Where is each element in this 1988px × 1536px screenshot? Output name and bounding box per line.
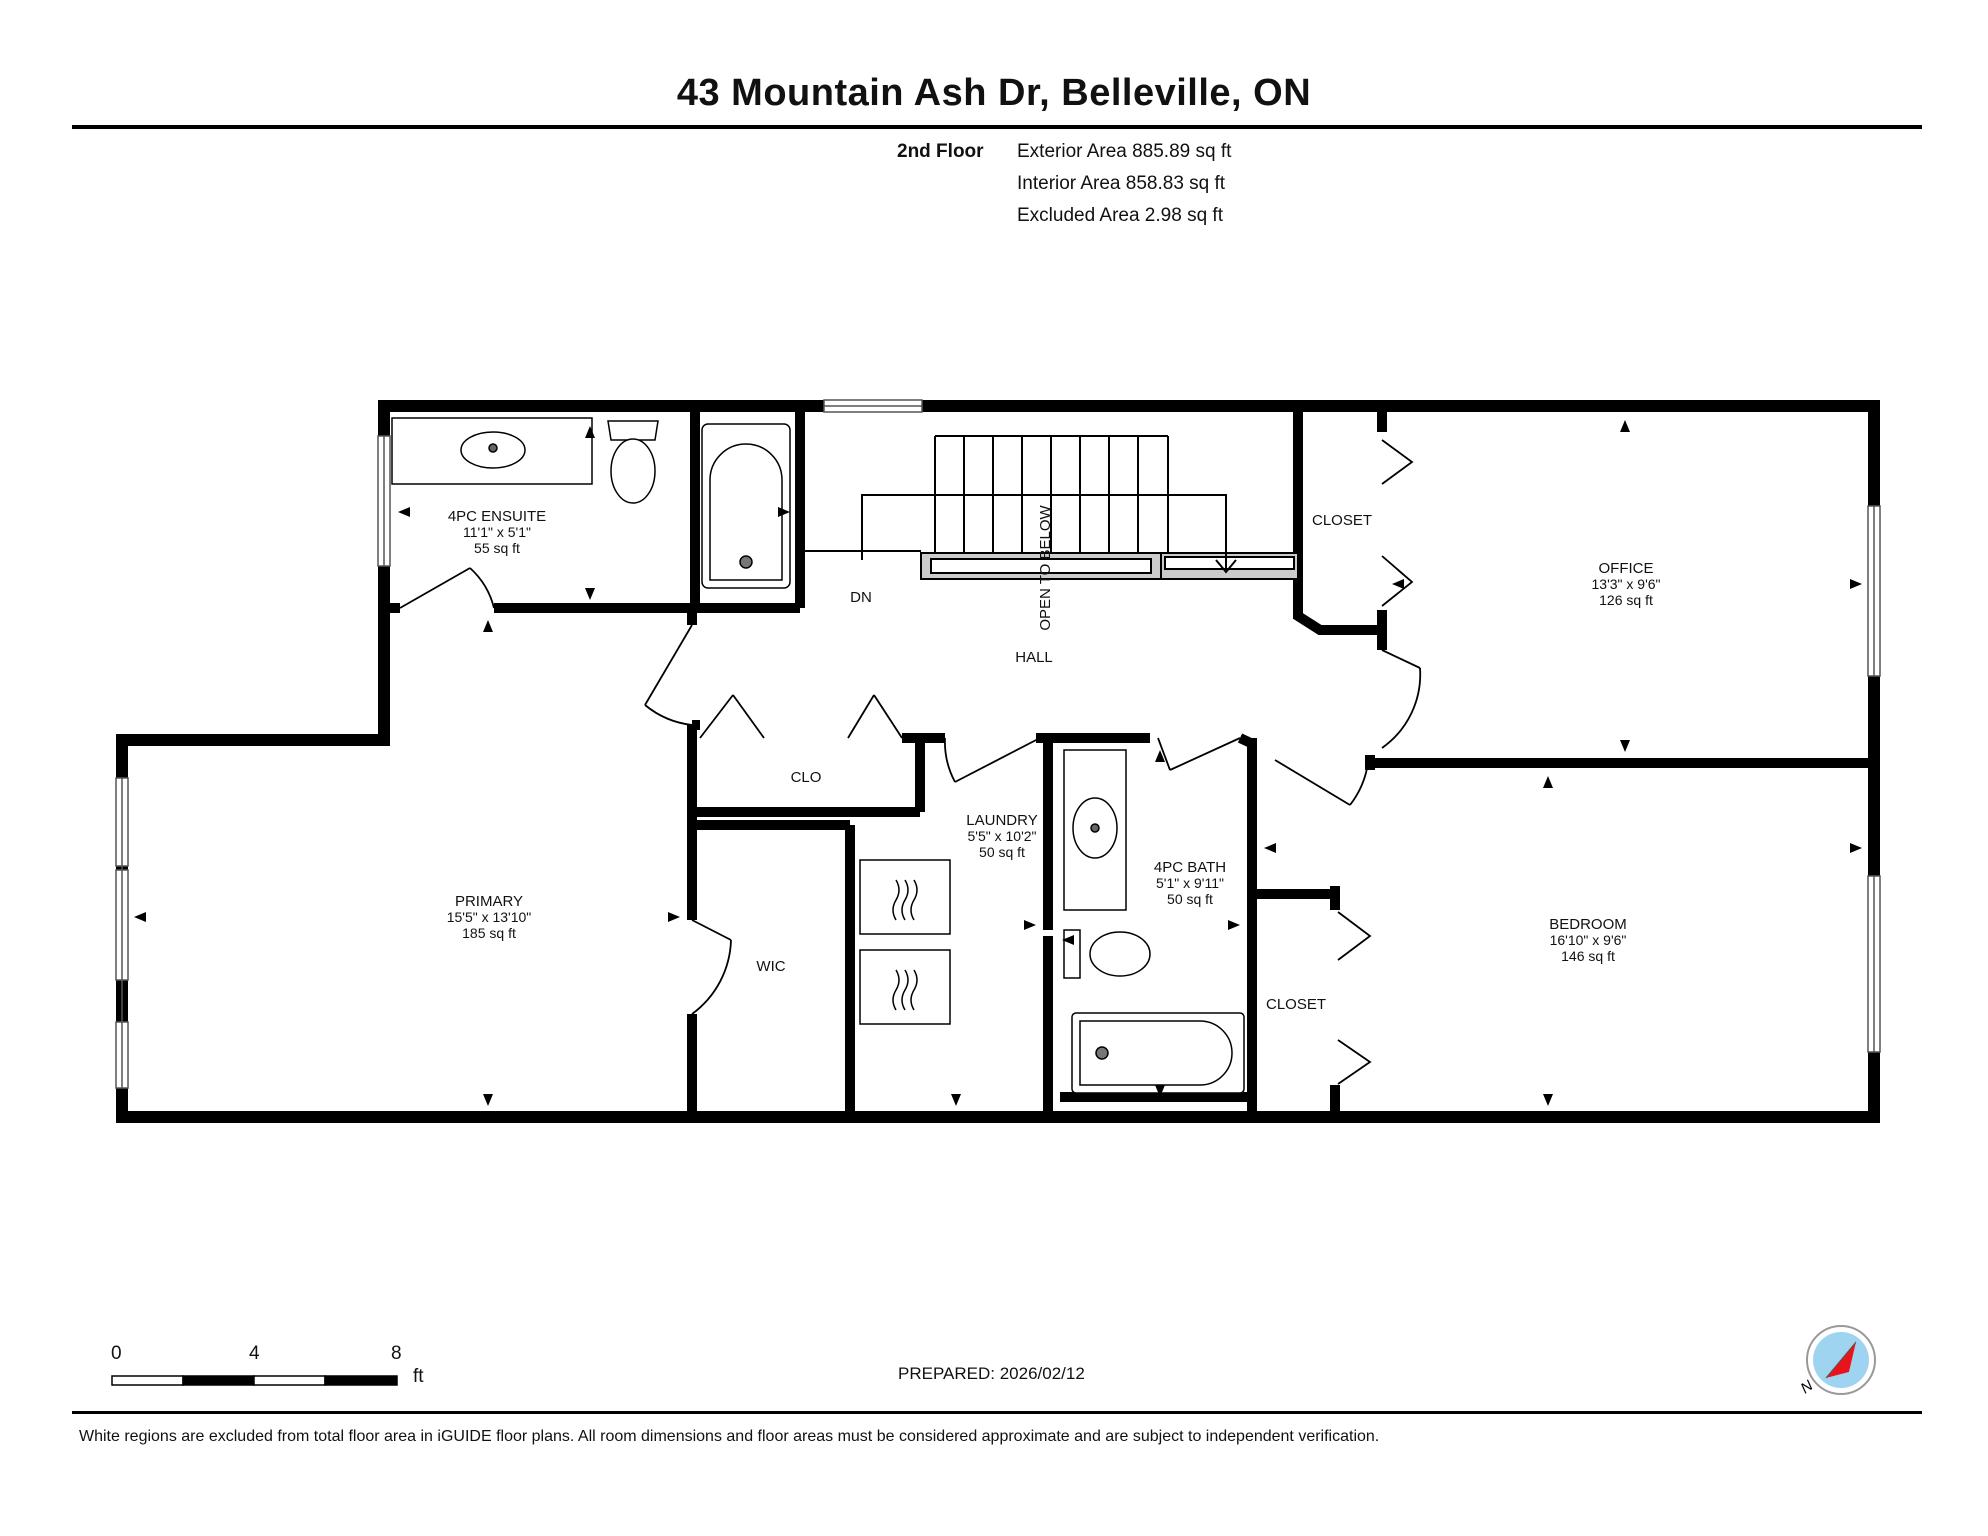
- stairs-down-label: DN: [850, 589, 872, 606]
- interior-walls: [384, 406, 1874, 1117]
- office-area: 126 sq ft: [1599, 592, 1653, 608]
- excluded-area: Excluded Area 2.98 sq ft: [1017, 205, 1223, 226]
- doors: [399, 439, 1422, 1085]
- wic-name: WIC: [756, 958, 785, 975]
- disclaimer-text: White regions are excluded from total fl…: [79, 1428, 1380, 1445]
- office-name: OFFICE: [1599, 560, 1654, 577]
- clo-name: CLO: [791, 769, 822, 786]
- scale-tick-4: 4: [249, 1343, 260, 1364]
- ensuite-name: 4PC ENSUITE: [448, 508, 546, 525]
- primary-area: 185 sq ft: [462, 925, 516, 941]
- bedroom-name: BEDROOM: [1549, 916, 1627, 933]
- title-divider: [72, 125, 1922, 129]
- interior-area: Interior Area 858.83 sq ft: [1017, 173, 1226, 194]
- scale-bar: [111, 1375, 398, 1386]
- bath-name: 4PC BATH: [1154, 859, 1226, 876]
- bedroom-closet-name: CLOSET: [1266, 996, 1326, 1013]
- laundry-fixtures: [859, 859, 951, 1025]
- bath-area: 50 sq ft: [1167, 891, 1213, 907]
- floor-name: 2nd Floor: [897, 141, 984, 162]
- plan-title: 43 Mountain Ash Dr, Belleville, ON: [676, 72, 1312, 114]
- open-to-below-label: OPEN TO BELOW: [1037, 505, 1054, 631]
- room-labels: 4PC ENSUITE 11'1" x 5'1" 55 sq ft PRIMAR…: [447, 505, 1661, 1013]
- dimension-arrows: [134, 420, 1862, 1106]
- ensuite-area: 55 sq ft: [474, 540, 520, 556]
- footer-divider: [72, 1411, 1922, 1414]
- laundry-name: LAUNDRY: [966, 812, 1037, 829]
- laundry-area: 50 sq ft: [979, 844, 1025, 860]
- stair-railing: [920, 552, 1299, 580]
- laundry-dims: 5'5" x 10'2": [968, 828, 1037, 844]
- prepared-date: PREPARED: 2026/02/12: [898, 1364, 1085, 1383]
- bedroom-area: 146 sq ft: [1561, 948, 1615, 964]
- scale-tick-8: 8: [391, 1343, 402, 1364]
- stairs: [804, 435, 1237, 574]
- bath-dims: 5'1" x 9'11": [1156, 875, 1224, 891]
- scale-tick-0: 0: [111, 1343, 122, 1364]
- ensuite-fixtures: [391, 417, 791, 589]
- exterior-area: Exterior Area 885.89 sq ft: [1017, 141, 1232, 162]
- compass-icon: N: [1798, 1325, 1876, 1397]
- primary-name: PRIMARY: [455, 893, 523, 910]
- windows: [115, 399, 1881, 1089]
- bath-fixtures: [1063, 749, 1245, 1094]
- scale-unit: ft: [413, 1366, 424, 1387]
- bedroom-dims: 16'10" x 9'6": [1550, 932, 1627, 948]
- hall-name: HALL: [1015, 649, 1053, 666]
- office-closet-name: CLOSET: [1312, 512, 1372, 529]
- exterior-walls: [116, 400, 1880, 1123]
- ensuite-dims: 11'1" x 5'1": [463, 524, 531, 540]
- office-dims: 13'3" x 9'6": [1592, 576, 1661, 592]
- primary-dims: 15'5" x 13'10": [447, 909, 532, 925]
